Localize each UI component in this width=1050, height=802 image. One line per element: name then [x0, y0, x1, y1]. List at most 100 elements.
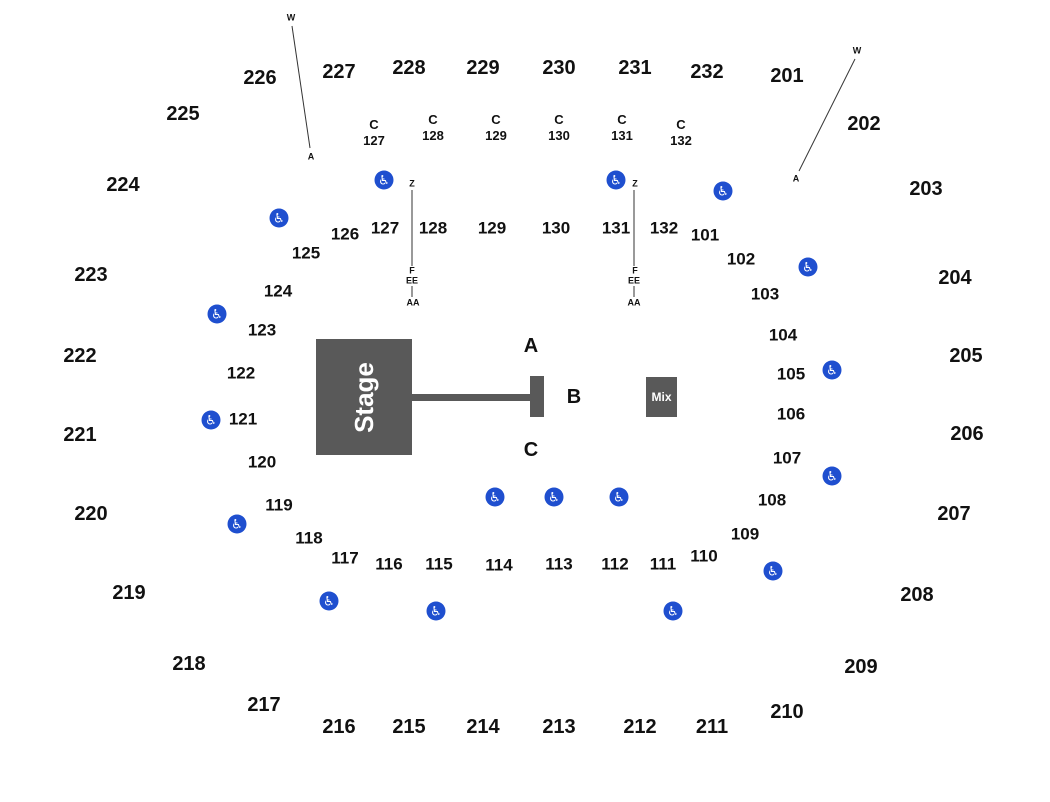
section-206[interactable]: 206 [950, 423, 984, 445]
section-129[interactable]: 129 [477, 218, 507, 238]
section-119[interactable]: 119 [265, 495, 293, 515]
c-row-letter: C [676, 117, 686, 132]
section-118[interactable]: 118 [295, 528, 323, 548]
section-127[interactable]: 127 [370, 218, 400, 238]
section-232[interactable]: 232 [690, 61, 724, 83]
section-224[interactable]: 224 [106, 174, 140, 196]
section-202[interactable]: 202 [847, 113, 881, 135]
section-204[interactable]: 204 [938, 267, 972, 289]
floor-section-a[interactable]: A [523, 335, 539, 357]
section-111[interactable]: 111 [649, 554, 677, 574]
mix-position: Mix [646, 377, 677, 417]
wheelchair-icon: ♿ [485, 487, 505, 507]
wheelchair-icon: ♿ [227, 514, 247, 534]
section-106[interactable]: 106 [776, 404, 806, 424]
section-225[interactable]: 225 [166, 103, 200, 125]
section-116[interactable]: 116 [375, 554, 403, 574]
c-row-section-129[interactable]: C 129 [485, 112, 507, 144]
c-row-section-132[interactable]: C 132 [670, 117, 692, 149]
section-115[interactable]: 115 [425, 554, 453, 574]
row-marker-ee-left: EE [405, 275, 419, 286]
section-104[interactable]: 104 [768, 325, 798, 345]
section-117[interactable]: 117 [331, 548, 359, 568]
section-130[interactable]: 130 [541, 218, 571, 238]
section-128[interactable]: 128 [418, 218, 448, 238]
c-row-section-number: 131 [611, 128, 633, 143]
section-230[interactable]: 230 [542, 57, 576, 79]
section-220[interactable]: 220 [74, 503, 108, 525]
section-216[interactable]: 216 [322, 716, 356, 738]
c-row-letter: C [554, 112, 564, 127]
section-121[interactable]: 121 [228, 409, 258, 429]
section-109[interactable]: 109 [730, 524, 760, 544]
floor-section-b[interactable]: B [566, 386, 582, 408]
row-marker-a-left: A [307, 151, 315, 162]
section-217[interactable]: 217 [247, 694, 281, 716]
section-110[interactable]: 110 [690, 546, 718, 566]
c-row-section-130[interactable]: C 130 [548, 112, 570, 144]
section-102[interactable]: 102 [726, 249, 756, 269]
section-132[interactable]: 132 [649, 218, 679, 238]
section-226[interactable]: 226 [243, 67, 277, 89]
section-205[interactable]: 205 [949, 345, 983, 367]
wheelchair-icon: ♿ [822, 360, 842, 380]
wheelchair-icon: ♿ [544, 487, 564, 507]
section-103[interactable]: 103 [750, 284, 780, 304]
row-line-left-diagonal [291, 25, 311, 149]
section-126[interactable]: 126 [330, 224, 360, 244]
section-123[interactable]: 123 [247, 320, 277, 340]
section-120[interactable]: 120 [247, 452, 277, 472]
section-227[interactable]: 227 [322, 61, 356, 83]
c-row-section-128[interactable]: C 128 [422, 112, 444, 144]
wheelchair-icon: ♿ [822, 466, 842, 486]
section-125[interactable]: 125 [291, 243, 321, 263]
floor-section-c[interactable]: C [523, 439, 539, 461]
section-214[interactable]: 214 [466, 716, 500, 738]
c-row-section-131[interactable]: C 131 [611, 112, 633, 144]
section-210[interactable]: 210 [770, 701, 804, 723]
section-107[interactable]: 107 [772, 448, 802, 468]
section-211[interactable]: 211 [695, 716, 729, 738]
row-marker-f-right: F [632, 265, 638, 276]
section-222[interactable]: 222 [63, 345, 97, 367]
section-113[interactable]: 113 [545, 554, 573, 574]
section-221[interactable]: 221 [63, 424, 97, 446]
row-marker-z-right: Z [632, 178, 638, 189]
section-131[interactable]: 131 [601, 218, 631, 238]
section-219[interactable]: 219 [112, 582, 146, 604]
section-101[interactable]: 101 [690, 225, 720, 245]
row-marker-w-left: W [286, 12, 296, 23]
section-213[interactable]: 213 [542, 716, 576, 738]
section-231[interactable]: 231 [618, 57, 652, 79]
section-112[interactable]: 112 [601, 554, 629, 574]
c-row-letter: C [428, 112, 438, 127]
wheelchair-icon: ♿ [798, 257, 818, 277]
row-marker-w-right: W [852, 45, 862, 56]
wheelchair-icon: ♿ [663, 601, 683, 621]
section-203[interactable]: 203 [909, 178, 943, 200]
section-114[interactable]: 114 [485, 555, 513, 575]
section-229[interactable]: 229 [466, 57, 500, 79]
row-marker-aa-right: AA [627, 297, 641, 308]
section-124[interactable]: 124 [263, 281, 293, 301]
section-212[interactable]: 212 [623, 716, 657, 738]
section-105[interactable]: 105 [776, 364, 806, 384]
section-218[interactable]: 218 [172, 653, 206, 675]
section-122[interactable]: 122 [226, 363, 256, 383]
stage-label: Stage [348, 361, 379, 433]
c-row-section-127[interactable]: C 127 [363, 117, 385, 149]
section-108[interactable]: 108 [757, 490, 787, 510]
wheelchair-icon: ♿ [269, 208, 289, 228]
wheelchair-icon: ♿ [606, 170, 626, 190]
section-209[interactable]: 209 [844, 656, 878, 678]
section-208[interactable]: 208 [900, 584, 934, 606]
c-row-section-number: 130 [548, 128, 570, 143]
section-201[interactable]: 201 [770, 65, 804, 87]
section-215[interactable]: 215 [392, 716, 426, 738]
section-228[interactable]: 228 [392, 57, 426, 79]
c-row-section-number: 128 [422, 128, 444, 143]
section-223[interactable]: 223 [74, 264, 108, 286]
section-207[interactable]: 207 [937, 503, 971, 525]
